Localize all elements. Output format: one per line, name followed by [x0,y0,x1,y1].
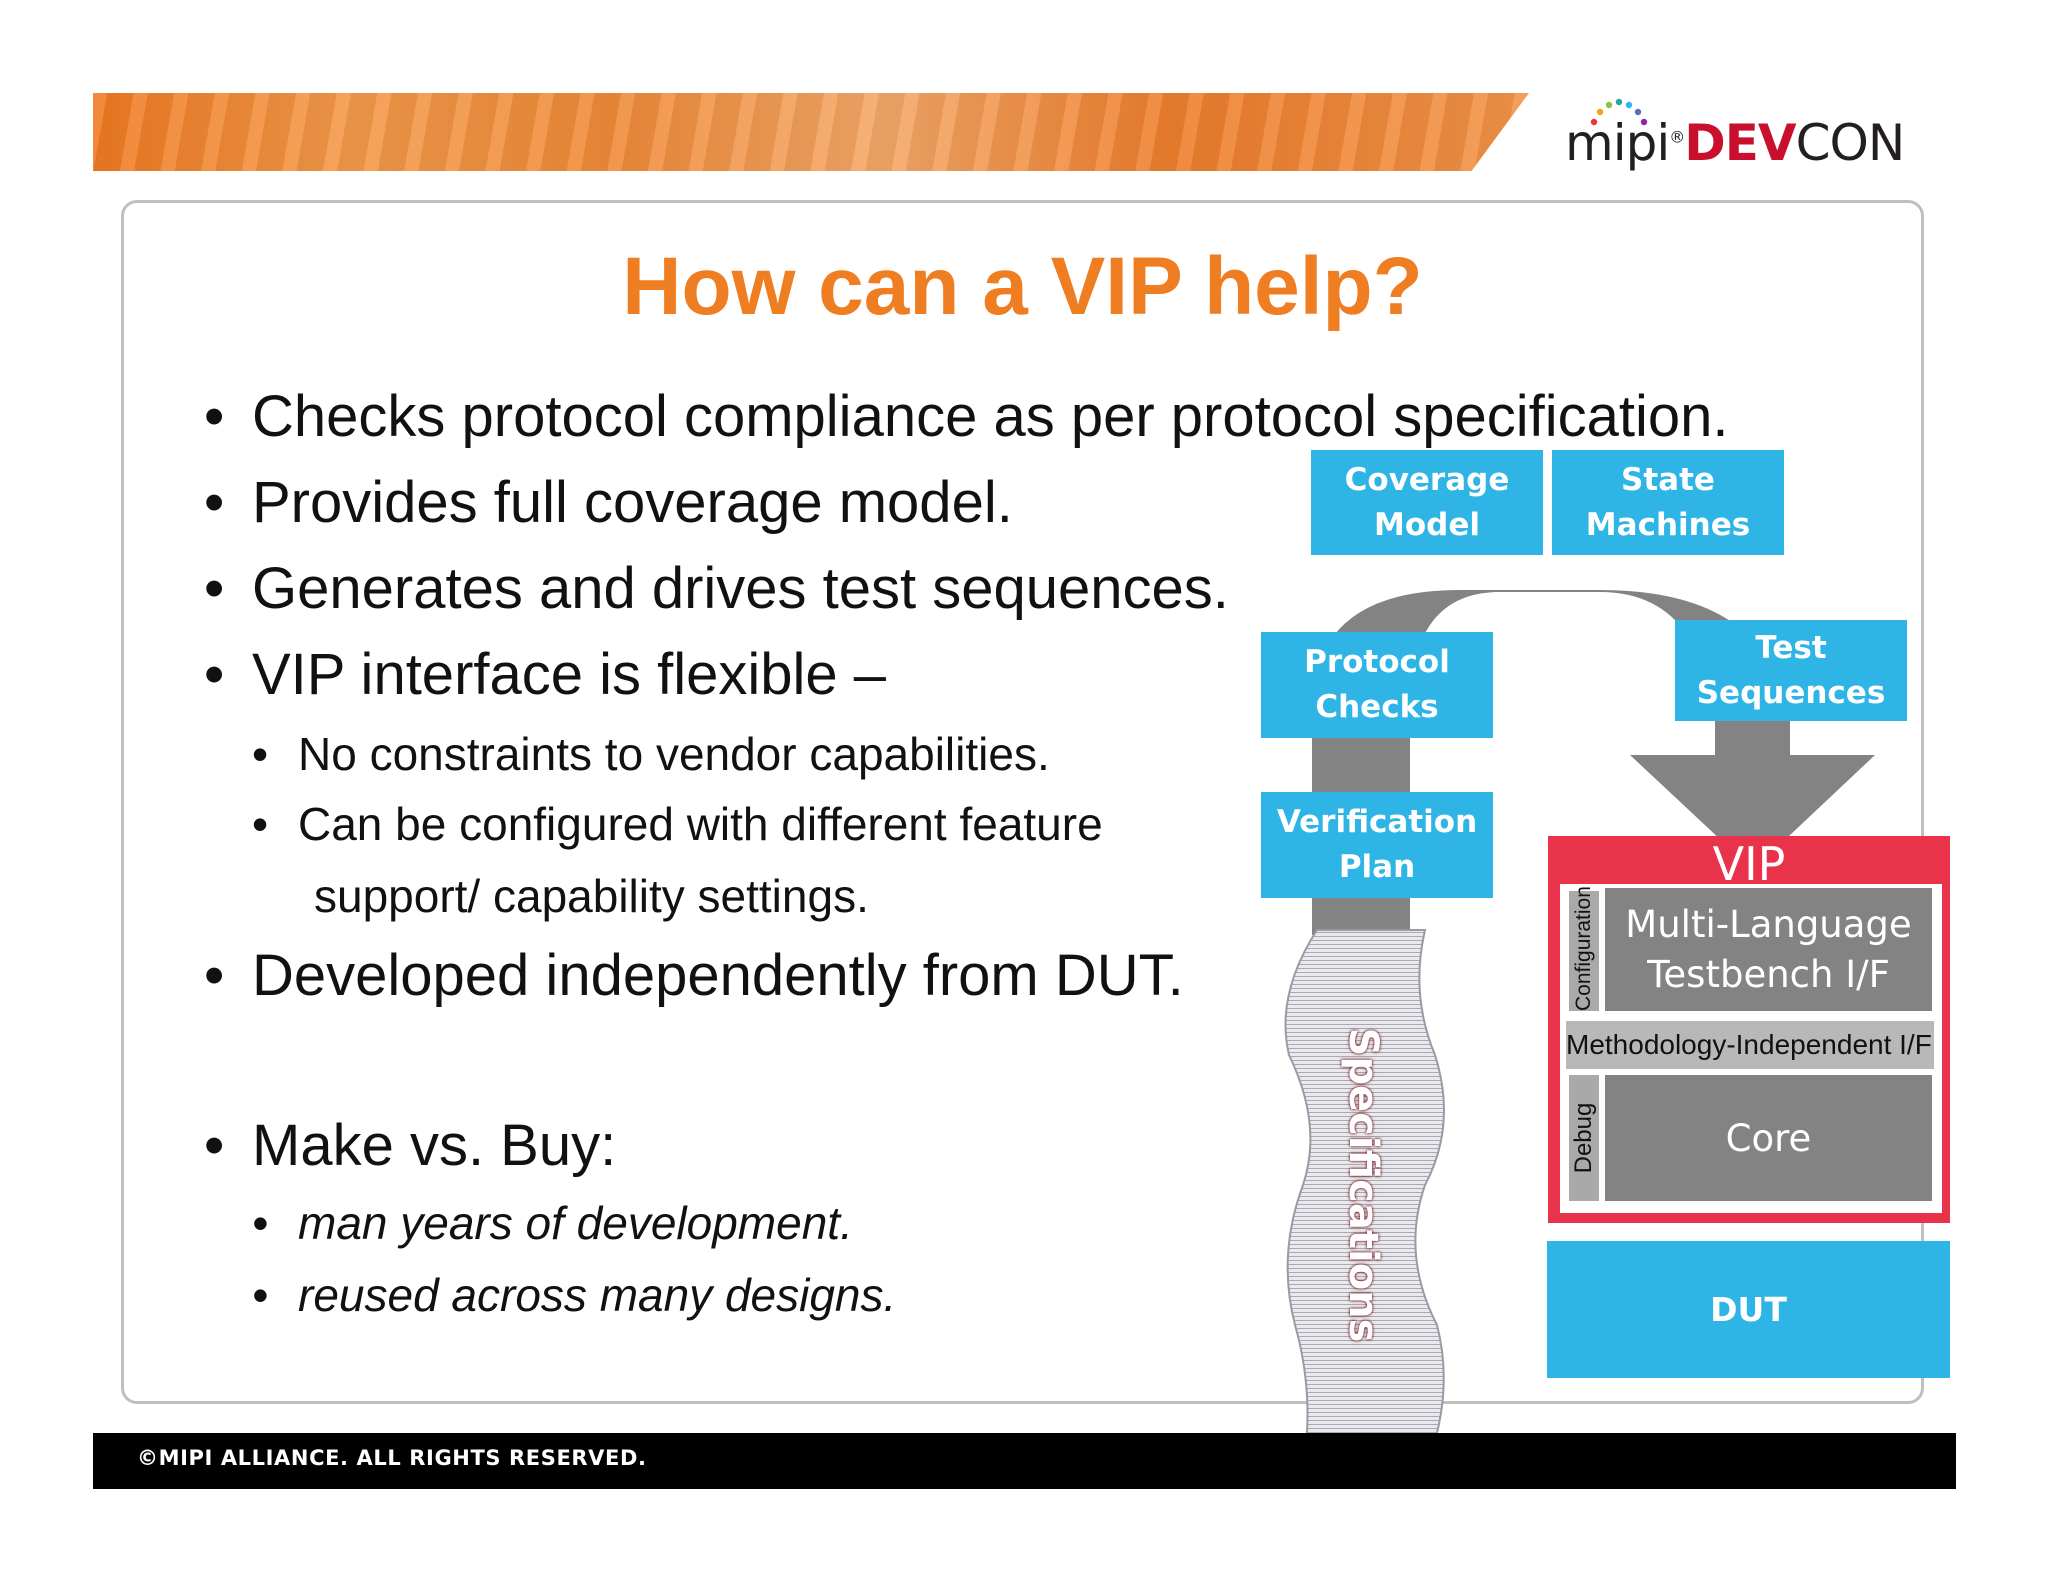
sub-bullet-text: reused across many designs. [298,1269,897,1321]
coverage-model-line1: Coverage [1344,461,1510,498]
protocol-checks-line1: Protocol [1304,644,1450,680]
dut-box: DUT [1547,1241,1950,1378]
configuration-label: Configuration [1572,886,1595,1011]
state-machines-line2: Machines [1585,506,1751,543]
specifications-label: Specifications [1340,1027,1386,1343]
bullet-glyph: • [252,1197,269,1249]
logo-dev-text: DEV [1684,114,1796,172]
footer-copyright: ©MIPI ALLIANCE. ALL RIGHTS RESERVED. [137,1446,647,1470]
bullet-glyph: • [252,1269,269,1321]
sub-bullet-text: No constraints to vendor capabilities. [298,728,1050,780]
bullet-glyph: • [204,642,225,707]
bullet-glyph: • [204,470,225,535]
coverage-model-line2: Model [1373,506,1480,543]
bullet-text: Make vs. Buy: [252,1113,617,1178]
bullet-glyph: • [204,384,225,449]
bullet-glyph: • [252,728,269,780]
sub-bullet-no-constraints: • No constraints to vendor capabilities. [252,727,1050,781]
verification-plan-line2: Plan [1338,849,1416,885]
bullet-text: Checks protocol compliance as per protoc… [252,384,1729,449]
multi-language-line1: Multi-Language [1625,902,1912,946]
bullet-protocol-compliance: • Checks protocol compliance as per prot… [204,383,1729,450]
verification-plan-line1: Verification [1276,804,1478,840]
dut-label: DUT [1710,1290,1787,1329]
debug-label: Debug [1570,1102,1597,1174]
bullet-flexible-interface: • VIP interface is flexible – [204,641,887,708]
bullet-coverage-model: • Provides full coverage model. [204,469,1013,536]
bullet-text: Provides full coverage model. [252,470,1013,535]
test-sequences-line1: Test [1755,629,1827,666]
sub-bullet-man-years: • man years of development. [252,1196,853,1250]
logo-mipi-text: mipi [1565,114,1670,172]
slide-title: How can a VIP help? [622,241,1423,332]
bullet-glyph: • [204,943,225,1008]
debug-strip [1569,1075,1599,1201]
sub-bullet-configurable: • Can be configured with different featu… [252,797,1103,851]
sub-bullet-text: man years of development. [298,1197,853,1249]
multi-language-line2: Testbench I/F [1647,952,1890,996]
sub-bullet-reused: • reused across many designs. [252,1268,897,1322]
configuration-strip [1569,891,1599,1011]
core-label: Core [1725,1116,1812,1160]
methodology-label: Methodology-Independent I/F [1566,1029,1932,1060]
bullet-text: VIP interface is flexible – [252,642,887,707]
bullet-text: Generates and drives test sequences. [252,556,1229,621]
logo-dots-icon [1590,98,1648,126]
bullet-glyph: • [252,798,269,850]
mipi-devcon-logo: mipi®DEVCON [1560,96,1905,186]
test-sequences-line2: Sequences [1696,674,1886,711]
sub-bullet-continuation: support/ capability settings. [314,869,869,923]
footer-bar [93,1433,1956,1489]
bullet-glyph: • [204,556,225,621]
bullet-glyph: • [204,1113,225,1178]
core-box: Core [1605,1075,1932,1201]
bullet-make-vs-buy: • Make vs. Buy: [204,1112,617,1179]
state-machines-line1: State [1621,461,1715,498]
sub-bullet-text: Can be configured with different feature [298,798,1103,850]
logo-con-text: CON [1795,114,1906,172]
vip-label: VIP [1712,837,1786,891]
sub-bullet-text: support/ capability settings. [314,870,869,922]
bullet-text: Developed independently from DUT. [252,943,1184,1008]
bullet-test-sequences: • Generates and drives test sequences. [204,555,1229,622]
logo-registered-mark: ® [1669,127,1685,147]
bullet-independent-dut: • Developed independently from DUT. [204,942,1184,1009]
methodology-bar: Methodology-Independent I/F [1566,1021,1934,1069]
protocol-checks-line2: Checks [1315,689,1439,725]
header-banner-image [93,93,1529,171]
